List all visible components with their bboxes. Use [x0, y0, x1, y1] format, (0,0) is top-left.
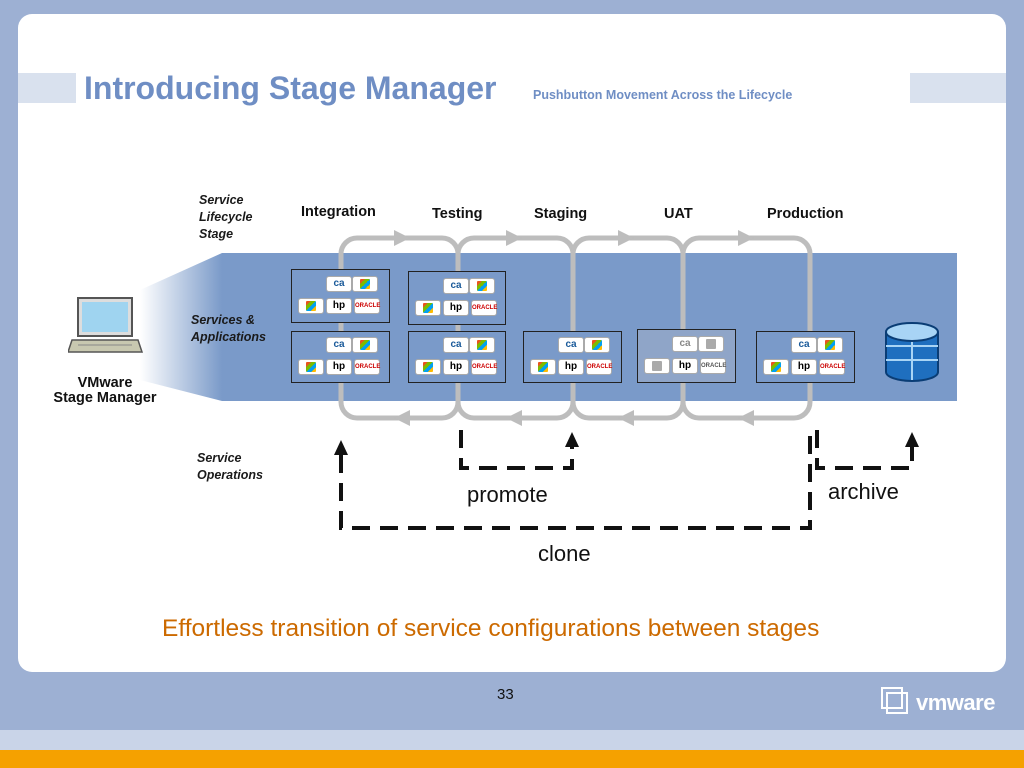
- vmware-logo-text: vmware: [916, 690, 995, 715]
- footer-band: [0, 730, 1024, 750]
- windows-chip: [584, 337, 610, 353]
- page-number: 33: [497, 686, 514, 703]
- service-box-integration-1[interactable]: ca hp ORACLE: [291, 269, 390, 323]
- services-label: Services &: [191, 313, 255, 327]
- ca-chip: ca: [326, 276, 352, 292]
- oracle-chip: ORACLE: [586, 359, 612, 375]
- stage-integration: Integration: [301, 204, 376, 220]
- ca-chip: ca: [443, 337, 469, 353]
- service-box-production[interactable]: ca hp ORACLE: [756, 331, 855, 383]
- oracle-chip: ORACLE: [354, 298, 380, 314]
- title-accent-right: [910, 73, 1006, 103]
- oracle-chip: ORACLE: [471, 300, 497, 316]
- hp-chip: hp: [326, 298, 352, 314]
- oracle-chip: ORACLE: [819, 359, 845, 375]
- oracle-chip: ORACLE: [471, 359, 497, 375]
- windows-chip: [415, 359, 441, 375]
- oracle-chip: ORACLE: [354, 359, 380, 375]
- title-accent-left: [18, 73, 76, 103]
- windows-chip: [698, 336, 724, 352]
- service-box-testing-1[interactable]: ca hp ORACLE: [408, 271, 506, 325]
- stage-staging: Staging: [534, 206, 588, 222]
- ca-chip: ca: [326, 337, 352, 353]
- windows-chip: [469, 337, 495, 353]
- tagline: Effortless transition of service configu…: [162, 615, 820, 642]
- hp-chip: hp: [443, 300, 469, 316]
- lifecycle-label: Stage: [199, 227, 234, 241]
- service-box-testing-2[interactable]: ca hp ORACLE: [408, 331, 506, 383]
- stage-testing: Testing: [432, 206, 483, 222]
- client-label: Stage Manager: [53, 390, 157, 406]
- database-icon: [885, 322, 939, 382]
- operations-label: Operations: [197, 468, 263, 482]
- service-box-staging[interactable]: ca hp ORACLE: [523, 331, 622, 383]
- clone-label: clone: [538, 541, 591, 566]
- lifecycle-label: Lifecycle: [199, 210, 253, 224]
- windows-chip: [352, 276, 378, 292]
- service-box-uat[interactable]: ca hp ORACLE: [637, 329, 736, 383]
- windows-chip: [298, 359, 324, 375]
- hp-chip: hp: [443, 359, 469, 375]
- lifecycle-label: Service: [199, 193, 244, 207]
- stage-production: Production: [767, 206, 844, 222]
- ca-chip: ca: [791, 337, 817, 353]
- hp-chip: hp: [326, 359, 352, 375]
- service-box-integration-2[interactable]: ca hp ORACLE: [291, 331, 390, 383]
- windows-chip: [298, 298, 324, 314]
- windows-chip: [644, 358, 670, 374]
- operations-label: Service: [197, 451, 242, 465]
- promote-label: promote: [467, 482, 548, 507]
- ca-chip: ca: [558, 337, 584, 353]
- services-label: Applications: [191, 330, 267, 344]
- windows-chip: [352, 337, 378, 353]
- hp-chip: hp: [558, 359, 584, 375]
- windows-chip: [469, 278, 495, 294]
- page-subtitle: Pushbutton Movement Across the Lifecycle: [533, 88, 793, 102]
- ca-chip: ca: [672, 336, 698, 352]
- hp-chip: hp: [672, 358, 698, 374]
- archive-label: archive: [828, 479, 899, 504]
- footer-stripe: [0, 750, 1024, 768]
- windows-chip: [763, 359, 789, 375]
- client-label: VMware: [77, 375, 133, 391]
- windows-chip: [530, 359, 556, 375]
- page-title: Introducing Stage Manager: [84, 70, 497, 106]
- hp-chip: hp: [791, 359, 817, 375]
- windows-chip: [415, 300, 441, 316]
- stage-uat: UAT: [664, 206, 693, 222]
- ca-chip: ca: [443, 278, 469, 294]
- oracle-chip: ORACLE: [700, 358, 726, 374]
- windows-chip: [817, 337, 843, 353]
- laptop-icon: [68, 297, 144, 353]
- vmware-logo-icon: [881, 687, 908, 714]
